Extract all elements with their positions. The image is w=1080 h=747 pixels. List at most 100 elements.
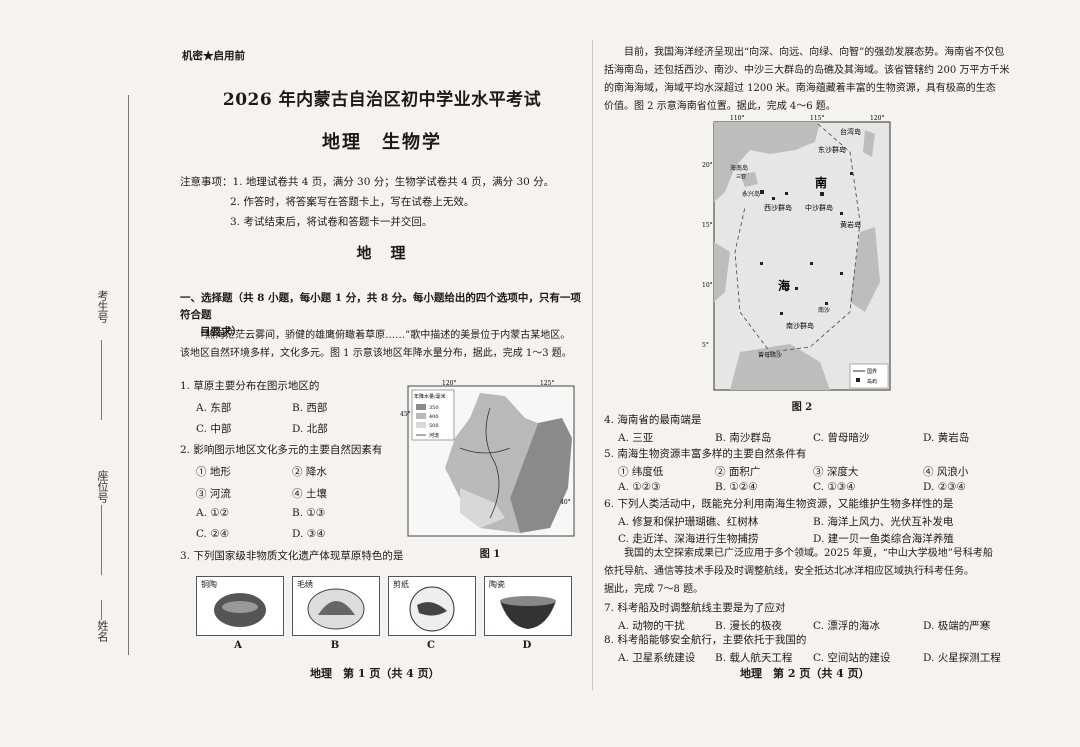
subject-title: 地理 生物学 xyxy=(322,132,442,153)
lon-label: 125° xyxy=(540,380,554,387)
q1-option-b: B. 西部 xyxy=(292,402,328,414)
notes: 注意事项：1. 地理试卷共 4 页，满分 30 分；生物学试卷共 4 页，满分 … xyxy=(180,172,580,232)
question-5: 5. 南海生物资源丰富多样的主要自然条件有 xyxy=(604,448,807,460)
q6-option-d: D. 建一贝一鱼类综合海洋养殖 xyxy=(813,533,954,545)
q2-option-a: A. ①② xyxy=(196,507,230,519)
zuoweihao-label: 座位号 xyxy=(96,470,109,503)
q4-option-a: A. 三亚 xyxy=(618,432,654,444)
map-legend xyxy=(849,363,889,389)
option-b-image: 毛绣 xyxy=(292,576,380,636)
q8-option-d: D. 火星探测工程 xyxy=(923,652,1001,664)
map-label: 南沙群岛 xyxy=(786,321,814,330)
image-caption: 剪纸 xyxy=(393,580,409,589)
q2-item-1: ① 地形 xyxy=(196,466,231,478)
mainland xyxy=(714,122,820,202)
lon-label: 110° xyxy=(730,115,744,122)
lat-label: 40° xyxy=(560,499,571,506)
region-east xyxy=(510,418,572,533)
instruction: 一、选择题（共 8 小题，每小题 1 分，共 8 分。每小题给出的四个选项中，只… xyxy=(180,290,585,341)
lon-label: 115° xyxy=(810,115,824,122)
lat-label: 10° xyxy=(702,282,713,289)
q6-option-c: C. 走近洋、深海进行生物捕捞 xyxy=(618,533,759,545)
map-label: 南沙 xyxy=(818,306,830,314)
lat-label: 15° xyxy=(702,222,713,229)
map-label: 台湾岛 xyxy=(840,127,861,136)
intro-passage-2: 目前，我国海洋经济呈现出“向深、向远、向绿、向智”的强劲发展态势。海南省不仅包 … xyxy=(604,44,1024,116)
q6-option-b: B. 海洋上风力、光伏互补发电 xyxy=(813,516,954,528)
legend-item: 国界 xyxy=(867,369,877,375)
option-c-letter: C xyxy=(427,640,435,651)
lon-label: 120° xyxy=(442,380,456,387)
map-label: 海 xyxy=(778,278,790,293)
q5-item-2: ② 面积广 xyxy=(715,466,761,478)
image-caption: 毛绣 xyxy=(297,580,313,589)
instruction-line: 一、选择题（共 8 小题，每小题 1 分，共 8 分。每小题给出的四个选项中，只… xyxy=(180,292,581,321)
intro-line: 该地区自然环境多样，文化多元。图 1 示意该地区年降水量分布，据此，完成 1～3… xyxy=(180,348,572,359)
map-label: 黄岩岛 xyxy=(840,220,861,229)
q8-option-a: A. 卫星系统建设 xyxy=(618,652,696,664)
q5-option-b: B. ①②④ xyxy=(715,481,758,493)
river-line xyxy=(485,407,500,519)
indochina xyxy=(714,242,730,302)
page-divider xyxy=(592,40,593,690)
q1-option-d: D. 北部 xyxy=(292,423,328,435)
q2-option-c: C. ②④ xyxy=(196,528,230,540)
intro-line: 我国的太空探索成果已广泛应用于多个领域。2025 年夏，“中山大学极地”号科考船 xyxy=(624,548,993,559)
q5-option-d: D. ②③④ xyxy=(923,481,966,493)
map-label: 中沙群岛 xyxy=(805,203,833,212)
q5-option-a: A. ①②③ xyxy=(618,481,661,493)
map-label: 曾母暗沙 xyxy=(758,351,782,359)
q7-option-a: A. 动物的干扰 xyxy=(618,620,685,632)
river-line xyxy=(459,447,511,454)
binding-line xyxy=(128,95,129,655)
option-b-letter: B xyxy=(330,640,340,651)
q1-option-a: A. 东部 xyxy=(196,402,232,414)
lon-label: 120° xyxy=(870,115,884,122)
lat-label: 45° xyxy=(400,411,411,418)
legend-title: 年降水量/毫米 xyxy=(414,393,446,400)
secret-mark: 机密★启用前 xyxy=(182,50,245,62)
legend-value: 350 xyxy=(429,405,439,411)
q8-option-c: C. 空间站的建设 xyxy=(813,652,891,664)
figure-1-map: 年降水量/毫米 350 400 500 河流 45° 40° 120° 125° xyxy=(400,378,578,541)
map-label: 海南岛 xyxy=(730,164,748,172)
q2-option-d: D. ③④ xyxy=(292,528,326,540)
exam-title: 2026 年内蒙古自治区初中学业水平考试 xyxy=(222,90,542,110)
figure-2-label: 图 2 xyxy=(791,402,813,413)
q5-option-c: C. ①③④ xyxy=(813,481,856,493)
intro-line: 的南海海域，海域平均水深超过 1200 米。南海蕴藏着丰富的生物资源，具有极高的… xyxy=(604,83,996,94)
kaohao-label: 考生号 xyxy=(96,290,109,323)
question-8: 8. 科考船能够安全航行，主要依托于我国的 xyxy=(604,634,807,646)
note-line: 注意事项：1. 地理试卷共 4 页，满分 30 分；生物学试卷共 4 页，满分 … xyxy=(180,176,555,188)
option-a-image: 铜陶 xyxy=(196,576,284,636)
image-caption: 陶瓷 xyxy=(489,580,505,589)
figure-1-label: 图 1 xyxy=(479,549,501,560)
xingming-label: 姓名 xyxy=(96,620,109,642)
question-4: 4. 海南省的最南端是 xyxy=(604,414,702,426)
intro-line: 价值。图 2 示意海南省位置。据此，完成 4～6 题。 xyxy=(604,101,836,112)
question-2: 2. 影响图示地区文化多元的主要自然因素有 xyxy=(180,444,383,456)
note-line: 3. 考试结束后，将试卷和答题卡一并交回。 xyxy=(230,216,433,228)
instruction-line: 目要求） xyxy=(200,326,242,338)
image-caption: 铜陶 xyxy=(201,580,217,589)
map-label: 西沙群岛 xyxy=(764,203,792,212)
question-7: 7. 科考船及时调整航线主要是为了应对 xyxy=(604,602,786,614)
intro-line: 括海南岛，还包括西沙、南沙、中沙三大群岛的岛礁及其海域。该省管辖约 200 万平… xyxy=(604,65,1010,76)
q7-option-b: B. 漫长的极夜 xyxy=(715,620,782,632)
q4-option-d: D. 黄岩岛 xyxy=(923,432,970,444)
taiwan-island xyxy=(863,130,875,157)
boundary-line xyxy=(734,123,861,353)
q2-option-b: B. ①③ xyxy=(292,507,326,519)
intro-line: “热海茫茫云雾间，骄健的雄鹰俯瞰着草原……”歌中描述的美景位于内蒙古某地区。 xyxy=(200,330,571,341)
legend-river: 河流 xyxy=(429,432,439,439)
option-c-image: 剪纸 xyxy=(388,576,476,636)
map-label: 南 xyxy=(815,175,827,190)
borneo xyxy=(730,344,830,390)
q4-option-c: C. 曾母暗沙 xyxy=(813,432,870,444)
page-footer-1: 地理 第 1 页（共 4 页） xyxy=(310,667,440,680)
q4-option-b: B. 南沙群岛 xyxy=(715,432,772,444)
q7-option-d: D. 极端的严寒 xyxy=(923,620,991,632)
q5-item-4: ④ 风浪小 xyxy=(923,466,969,478)
region-south xyxy=(460,488,505,528)
